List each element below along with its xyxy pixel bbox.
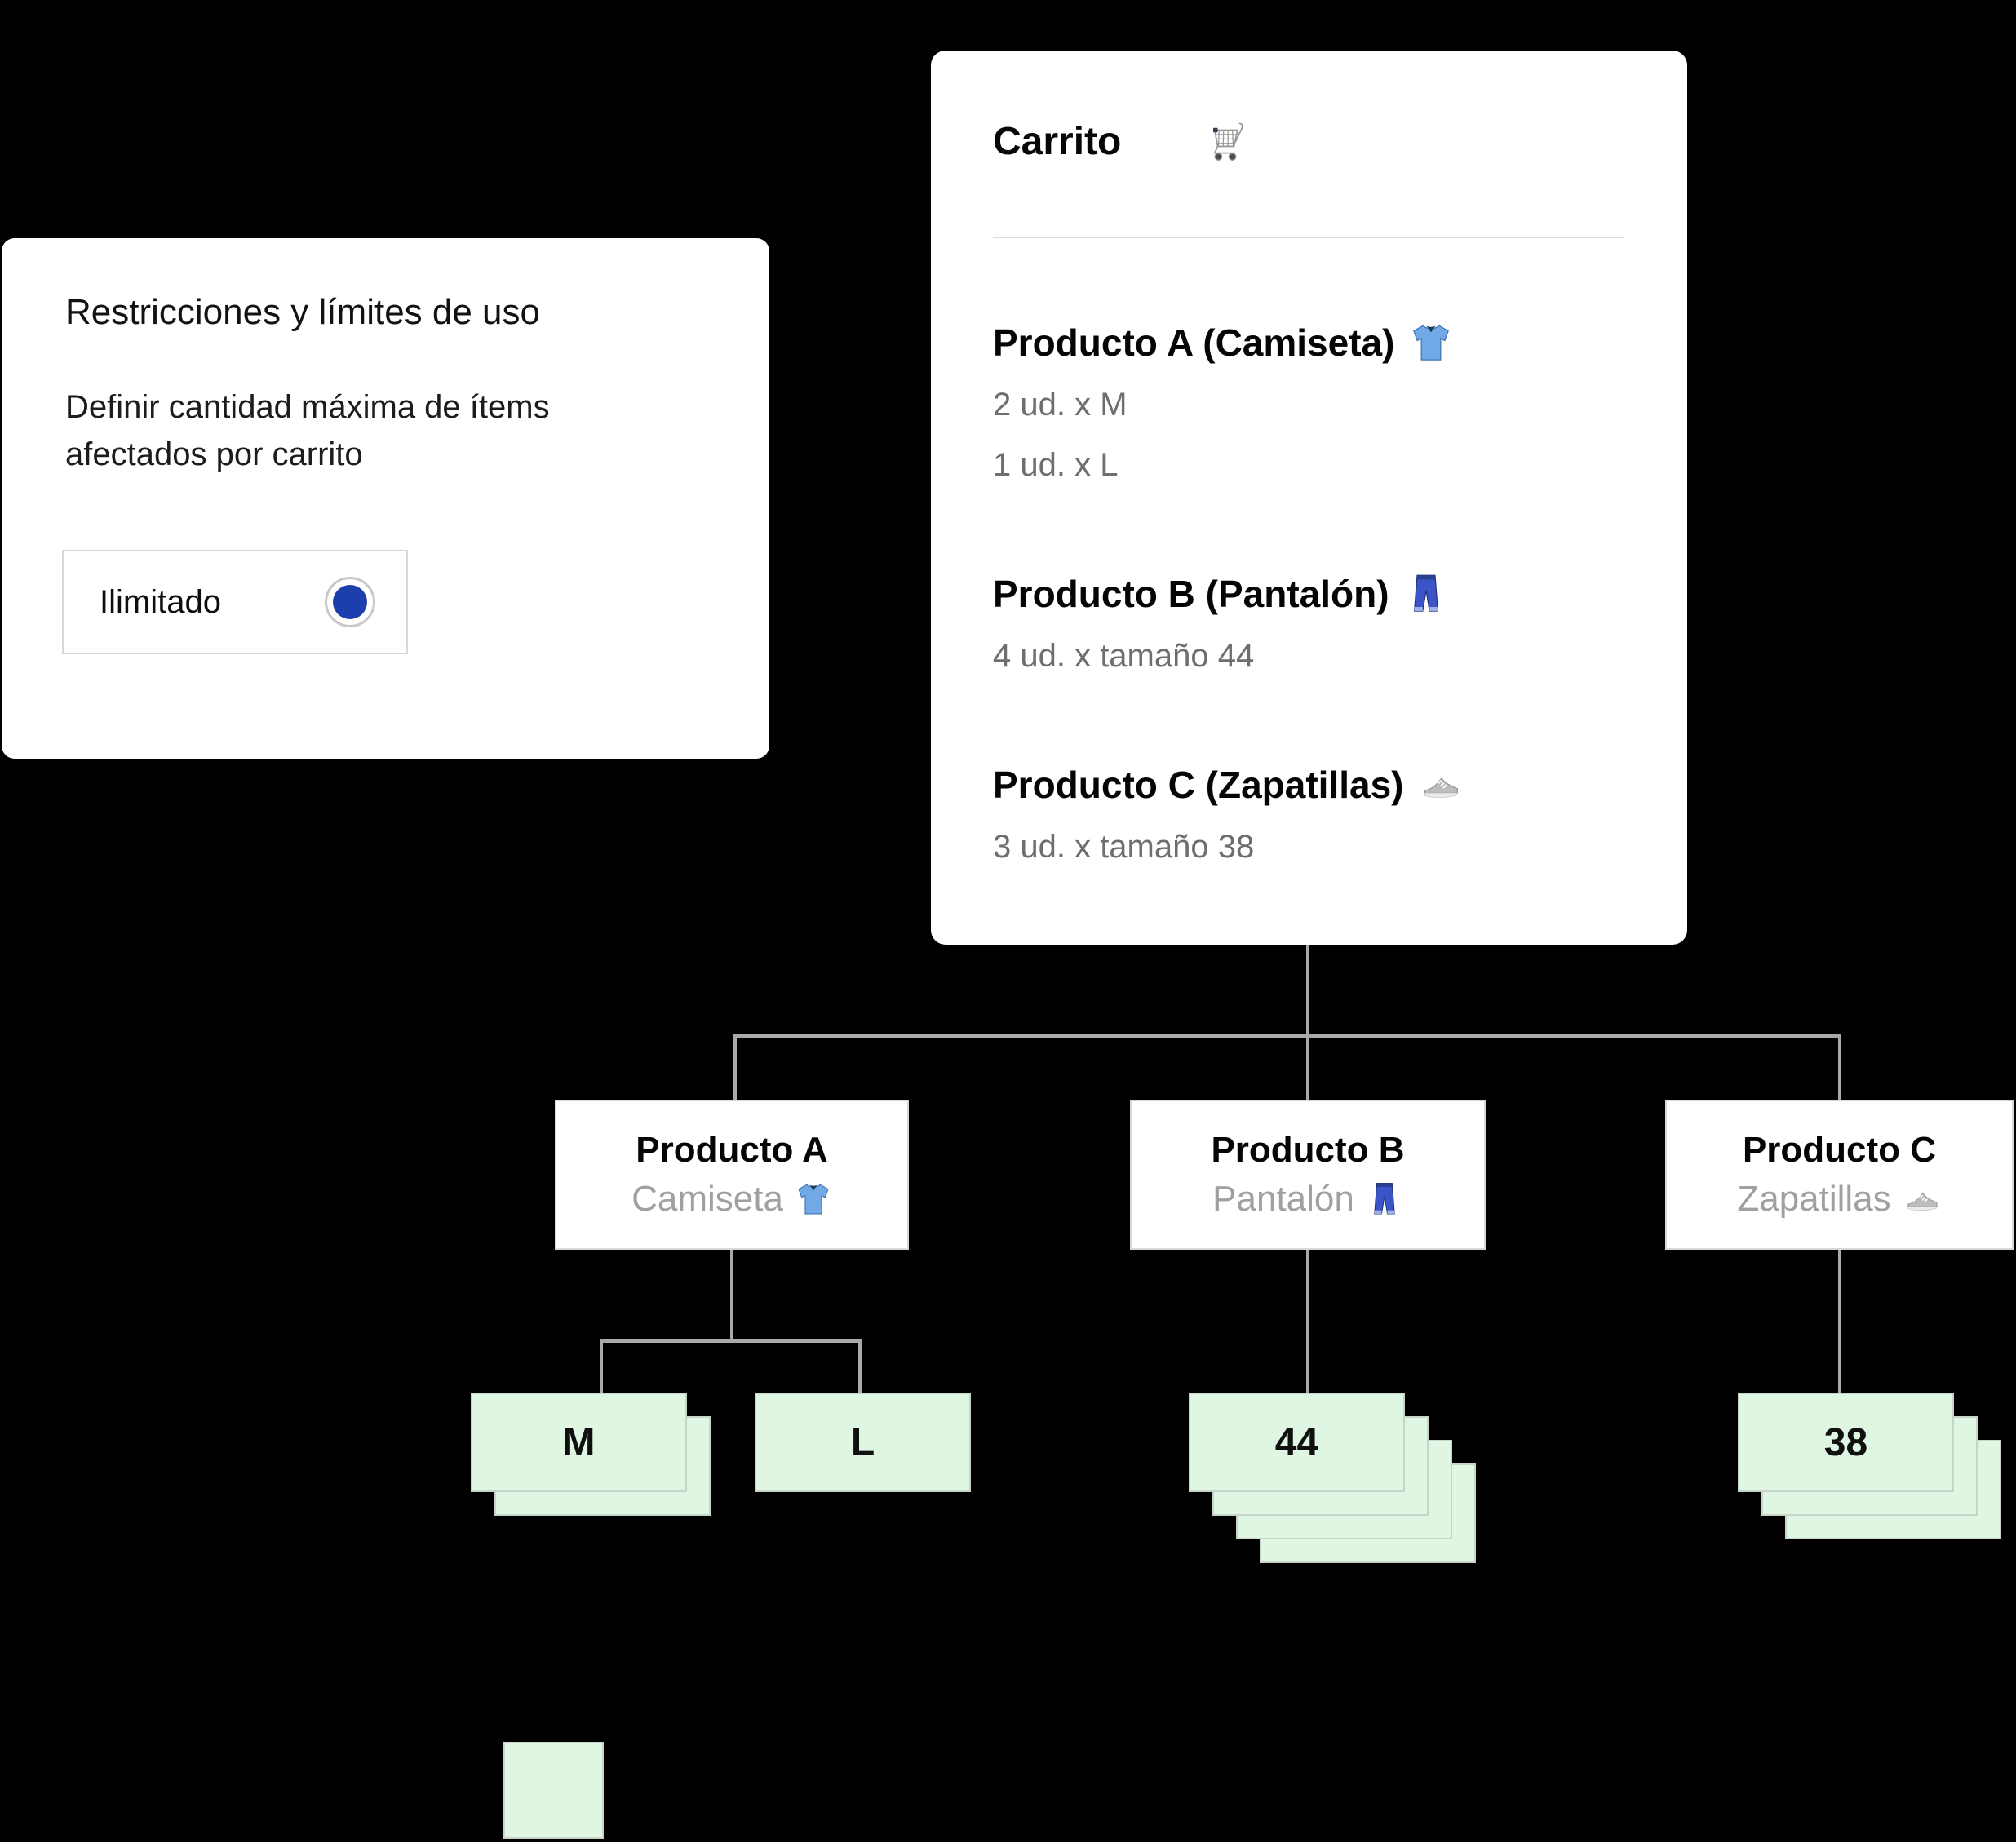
cutoff-size-card xyxy=(503,1742,604,1839)
cart-item-name-text: Producto B (Pantalón) xyxy=(993,573,1389,615)
jeans-icon xyxy=(1404,572,1448,616)
connector-cart-down xyxy=(1306,945,1309,1036)
product-node-name: Producto A xyxy=(636,1130,828,1170)
connector-stub-size-38 xyxy=(1838,1250,1841,1394)
cart-items-list: Producto A (Camiseta) 2 ud. x M 1 ud. x … xyxy=(993,318,1624,868)
size-stack-38: 38 xyxy=(1738,1393,2001,1539)
tshirt-icon xyxy=(1409,321,1453,365)
connector-stub-size-l xyxy=(858,1339,862,1394)
connector-branch-horizontal xyxy=(733,1034,1841,1038)
cart-item: Producto A (Camiseta) 2 ud. x M 1 ud. x … xyxy=(993,318,1624,486)
variant-text: Pantalón xyxy=(1212,1179,1354,1219)
quantity-line: 3 ud. x tamaño 38 xyxy=(993,829,1255,865)
cart-item-title: Producto A (Camiseta) xyxy=(993,318,1624,367)
restrictions-description: Definir cantidad máxima de ítems afectad… xyxy=(65,389,550,472)
product-node-variant: Camiseta xyxy=(631,1179,832,1220)
cart-item-quantities: 3 ud. x tamaño 38 xyxy=(993,826,1624,868)
size-card-l: L xyxy=(755,1393,971,1492)
cart-item-quantities: 4 ud. x tamaño 44 xyxy=(993,635,1624,677)
shopping-cart-icon xyxy=(1206,117,1253,167)
cart-item: Producto B (Pantalón) 4 ud. x tamaño 44 xyxy=(993,569,1624,677)
cart-item-name-text: Producto A (Camiseta) xyxy=(993,321,1395,364)
cart-item-quantities: 2 ud. x M 1 ud. x L xyxy=(993,383,1624,486)
size-stack-m: M xyxy=(471,1393,711,1516)
product-node-variant: Zapatillas xyxy=(1737,1179,1941,1220)
radio-button-selected[interactable] xyxy=(325,577,375,627)
connector-stub-size-44 xyxy=(1306,1250,1309,1394)
variant-text: Zapatillas xyxy=(1737,1179,1891,1219)
product-node-name: Producto C xyxy=(1742,1130,1937,1170)
connector-a-down xyxy=(730,1250,733,1341)
restrictions-card: Restricciones y límites de uso Definir c… xyxy=(2,238,769,759)
restrictions-title: Restricciones y límites de uso xyxy=(65,292,540,332)
connector-stub-product-b xyxy=(1306,1034,1309,1100)
product-node-b: Producto B Pantalón xyxy=(1130,1100,1486,1250)
product-node-variant: Pantalón xyxy=(1212,1179,1403,1220)
connector-stub-product-c xyxy=(1838,1034,1841,1100)
quantity-line: 4 ud. x tamaño 44 xyxy=(993,638,1255,674)
product-node-c: Producto C Zapatillas xyxy=(1665,1100,2014,1250)
quantity-line: 2 ud. x M xyxy=(993,387,1128,423)
product-node-name: Producto B xyxy=(1211,1130,1405,1170)
jeans-icon xyxy=(1366,1180,1403,1218)
cart-item: Producto C (Zapatillas) 3 ud. x tamaño 3… xyxy=(993,760,1624,868)
cart-item-title: Producto B (Pantalón) xyxy=(993,569,1624,618)
connector-a-horizontal xyxy=(600,1339,862,1343)
cart-item-title: Producto C (Zapatillas) xyxy=(993,760,1624,809)
cart-item-name-text: Producto C (Zapatillas) xyxy=(993,764,1404,806)
sneaker-icon xyxy=(1418,764,1464,805)
sneaker-icon xyxy=(1903,1181,1942,1217)
divider xyxy=(993,237,1624,238)
cart-header: Carrito xyxy=(993,116,1624,168)
connector-stub-product-a xyxy=(733,1034,737,1100)
size-card-m: M xyxy=(471,1393,687,1492)
ilimitado-option-label: Ilimitado xyxy=(100,583,221,620)
ilimitado-option[interactable]: Ilimitado xyxy=(62,550,408,654)
variant-text: Camiseta xyxy=(631,1179,783,1219)
size-stack-l: L xyxy=(755,1393,971,1492)
product-node-a: Producto A Camiseta xyxy=(555,1100,909,1250)
size-stack-44: 44 xyxy=(1189,1393,1476,1563)
size-card-44: 44 xyxy=(1189,1393,1405,1492)
radio-dot xyxy=(333,585,367,619)
size-card-38: 38 xyxy=(1738,1393,1954,1492)
quantity-line: 1 ud. x L xyxy=(993,447,1119,483)
cart-card: Carrito Producto A (Camiseta) 2 ud. x M … xyxy=(931,51,1687,945)
connector-stub-size-m xyxy=(600,1339,603,1394)
tshirt-icon xyxy=(795,1180,832,1218)
cart-title: Carrito xyxy=(993,120,1122,163)
